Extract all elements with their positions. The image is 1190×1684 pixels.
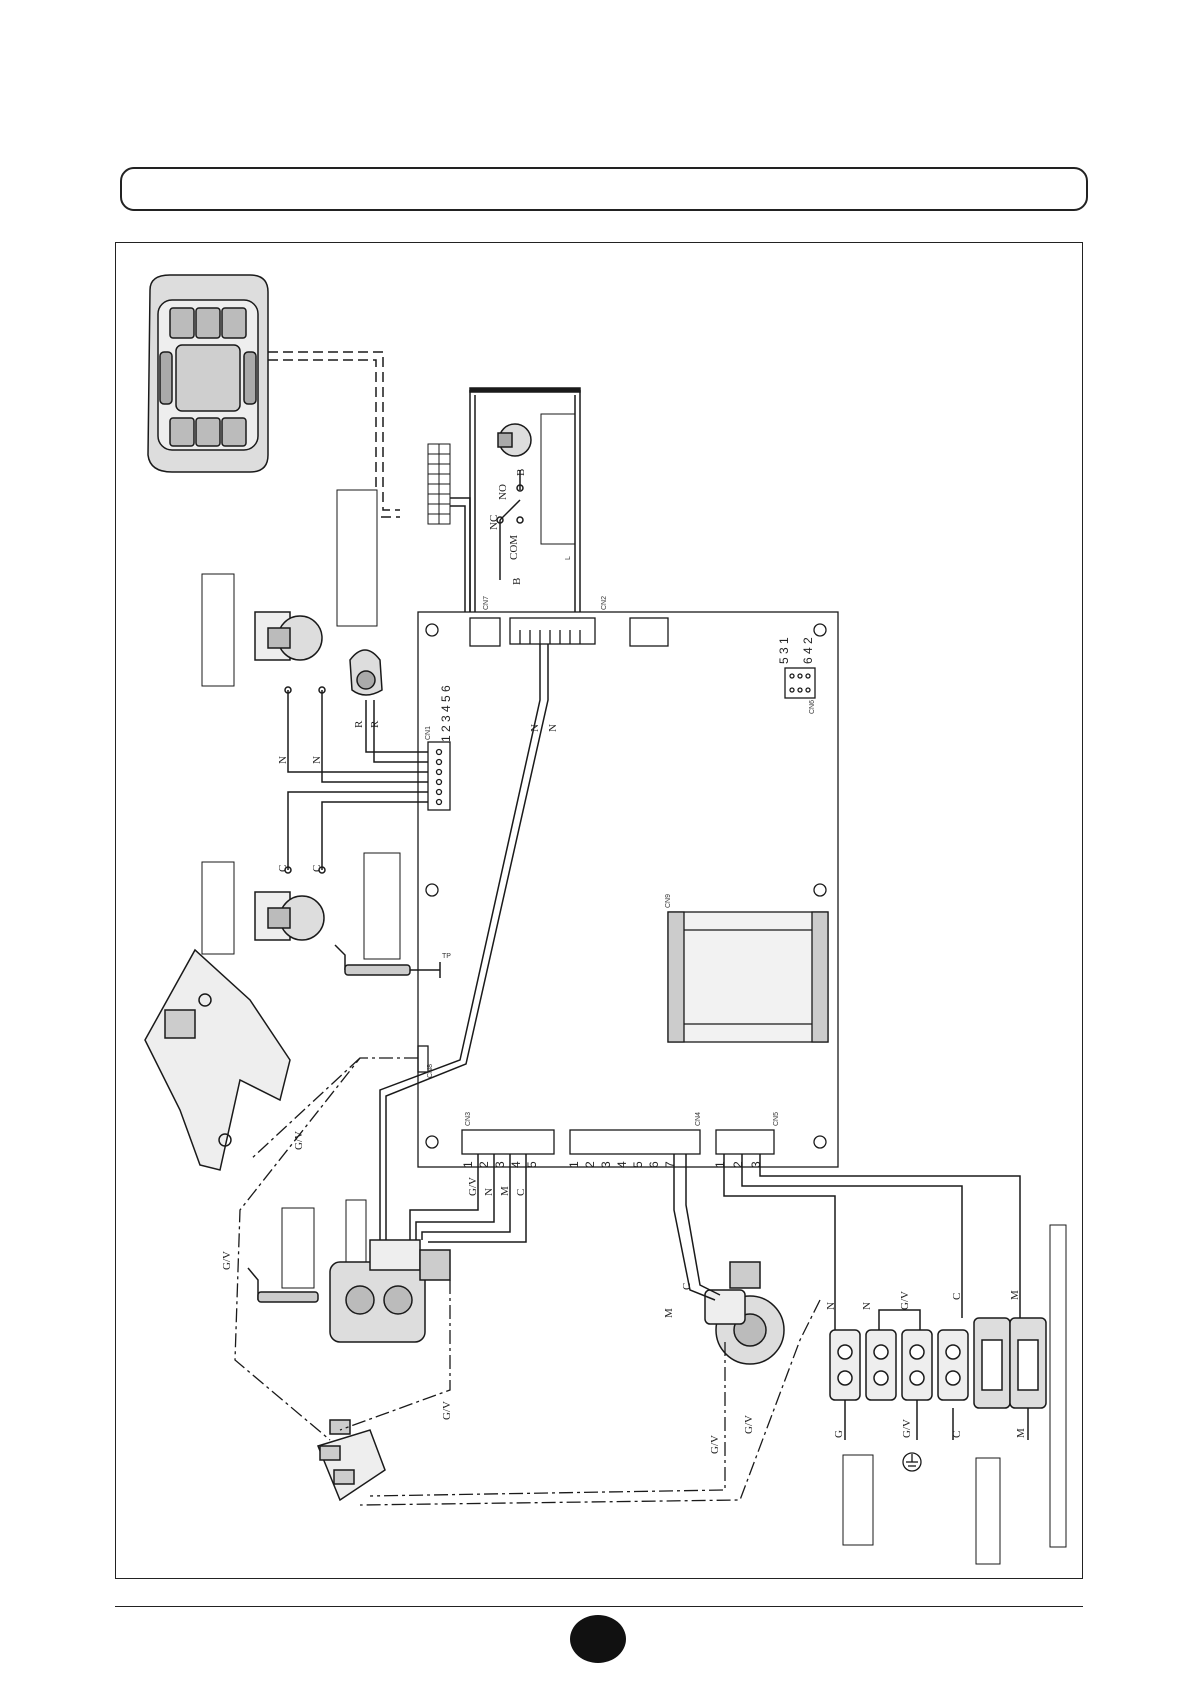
- label-n-3: N: [529, 724, 541, 732]
- label-c-2: C: [311, 865, 323, 872]
- svg-text:3: 3: [749, 1161, 763, 1168]
- tag-cn3: CN3: [465, 1112, 472, 1126]
- svg-text:3: 3: [599, 1161, 613, 1168]
- svg-text:2: 2: [731, 1161, 745, 1168]
- label-m-2: M: [663, 1308, 675, 1318]
- flue-probe: [334, 944, 441, 978]
- cn6-top: 5 3 1: [777, 637, 791, 664]
- footer-rule: [115, 1606, 1083, 1607]
- circulation-pump: [704, 1261, 785, 1365]
- label-gv-6: G/V: [441, 1401, 453, 1420]
- label-c-1: C: [277, 865, 289, 872]
- label-tp: TP: [442, 953, 451, 960]
- remote-control-icon: [147, 274, 269, 473]
- label-c-4: C: [681, 1283, 693, 1290]
- tag-cn9: CN9: [665, 894, 672, 908]
- tag-cn7: CN7: [483, 596, 490, 610]
- tag-cn4: CN4: [695, 1112, 702, 1126]
- label-nc: NC: [488, 515, 500, 530]
- safety-thermostat-bottom: [254, 891, 325, 941]
- cn3-pins: 1 2 3 4 5: [461, 1161, 539, 1168]
- mains-terminal-block: [829, 1317, 1047, 1409]
- title-bar: [120, 167, 1088, 211]
- tag-cn6: CN6: [809, 700, 816, 714]
- label-n-5: N: [483, 1188, 495, 1196]
- main-pcb: [417, 611, 839, 1168]
- svg-text:1: 1: [567, 1161, 581, 1168]
- svg-text:5: 5: [631, 1161, 645, 1168]
- label-gv-7: G/V: [709, 1435, 721, 1454]
- label-n-2: N: [311, 756, 323, 764]
- label-b-1: B: [515, 469, 527, 476]
- svg-text:6: 6: [647, 1161, 661, 1168]
- diagram-frame: [115, 242, 1083, 1579]
- tag-cn5: CN5: [773, 1112, 780, 1126]
- tag-cn1: CN1: [425, 726, 432, 740]
- page-number-badge: [570, 1615, 626, 1663]
- label-c-6: C: [951, 1431, 963, 1438]
- terminal-block-top: [427, 443, 451, 525]
- safety-thermostat-top: [254, 611, 323, 661]
- ignition-electrode: [247, 1267, 319, 1303]
- ground-symbol-icon: [902, 1452, 922, 1472]
- label-c-5: C: [951, 1293, 963, 1300]
- label-com: COM: [508, 535, 520, 560]
- label-gv-2: G/V: [899, 1291, 911, 1310]
- cn4-pins: 1 2 3 4 5 6 7: [567, 1161, 677, 1168]
- ntc-sensor: [349, 649, 383, 696]
- label-n-1: N: [277, 756, 289, 764]
- gas-valve: [329, 1239, 451, 1343]
- label-gv-4: G/V: [293, 1131, 305, 1150]
- svg-text:4: 4: [509, 1161, 523, 1168]
- label-m-1: M: [499, 1186, 511, 1196]
- svg-text:2: 2: [477, 1161, 491, 1168]
- svg-text:7: 7: [663, 1161, 677, 1168]
- label-gv-5: G/V: [221, 1251, 233, 1270]
- label-m-3: M: [1009, 1290, 1021, 1300]
- label-m-4: M: [1015, 1428, 1027, 1438]
- cn5-pins: 1 2 3: [713, 1161, 763, 1168]
- label-c-3: C: [515, 1189, 527, 1196]
- label-b-2: B: [511, 578, 523, 585]
- label-r-1: R: [353, 720, 365, 728]
- label-n-6: N: [825, 1302, 837, 1310]
- tag-cn2: CN2: [601, 596, 608, 610]
- svg-text:1: 1: [461, 1161, 475, 1168]
- cn1-pins: 1 2 3 4 5 6: [439, 685, 453, 742]
- svg-text:3: 3: [493, 1161, 507, 1168]
- svg-text:1: 1: [713, 1161, 727, 1168]
- ignition-connector: [316, 1419, 386, 1502]
- combustion-fan-hood: [144, 948, 291, 1171]
- label-gv-3: G/V: [901, 1419, 913, 1438]
- cn6-bottom: 6 4 2: [801, 637, 815, 664]
- svg-text:2: 2: [583, 1161, 597, 1168]
- svg-text:5: 5: [525, 1161, 539, 1168]
- label-r-2: R: [369, 720, 381, 728]
- label-n-4: N: [547, 724, 559, 732]
- label-n-7: N: [861, 1302, 873, 1310]
- label-gv-1: G/V: [467, 1177, 479, 1196]
- label-gv-8: G/V: [743, 1415, 755, 1434]
- label-g: G: [833, 1430, 845, 1438]
- label-l: L: [565, 556, 572, 560]
- svg-text:4: 4: [615, 1161, 629, 1168]
- label-no: NO: [497, 484, 509, 500]
